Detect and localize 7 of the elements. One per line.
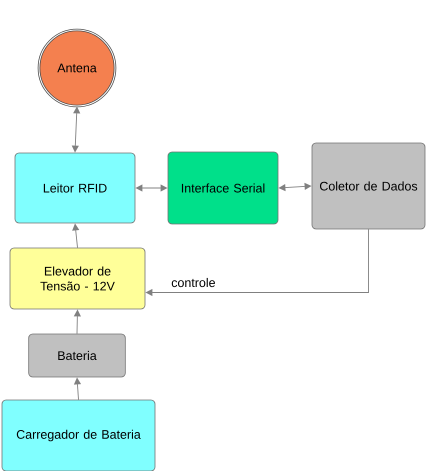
- edge-label: controle: [172, 278, 215, 288]
- process-box: Interface Serial: [168, 152, 278, 224]
- process-box: Coletor de Dados: [312, 142, 426, 230]
- process-box: Leitor RFID: [14, 152, 136, 224]
- process-box: Elevador de Tensão - 12V: [10, 248, 146, 310]
- process-box: Carregador de Bateria: [2, 400, 156, 471]
- process-box: Bateria: [28, 334, 126, 378]
